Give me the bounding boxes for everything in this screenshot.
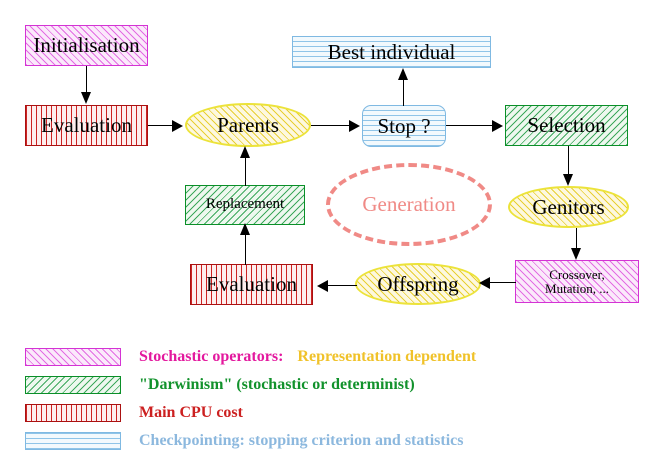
- node-evaluation-top-label: Evaluation: [41, 113, 132, 138]
- node-offspring-label: Offspring: [377, 271, 459, 296]
- legend-label-stochastic-operators: Stochastic operators:: [139, 348, 284, 365]
- legend-row-stochastic-operators: Stochastic operators: Representation depe…: [0, 344, 662, 370]
- legend-swatch-magenta-diagonal-hatch: [25, 348, 121, 366]
- node-crossover-mutation[interactable]: Crossover, Mutation, ...: [515, 260, 639, 303]
- legend-swatch-blue-horizontal-hatch: [25, 432, 121, 450]
- arrowhead-stop-best-individual: [397, 68, 408, 80]
- node-parents[interactable]: Parents: [185, 103, 311, 147]
- legend-swatch-red-vertical-hatch: [25, 404, 121, 422]
- legend-row-main-cpu-cost: Main CPU cost: [0, 400, 662, 426]
- node-parents-label: Parents: [217, 112, 279, 137]
- node-evaluation-top[interactable]: Evaluation: [25, 105, 148, 146]
- arrowhead-initialisation-evaluation: [80, 92, 91, 104]
- legend-text-darwinism: "Darwinism" (stochastic or determinist): [139, 376, 415, 394]
- generation-label: Generation: [362, 192, 456, 216]
- node-initialisation-label: Initialisation: [33, 33, 140, 58]
- legend-text-main-cpu-cost: Main CPU cost: [139, 404, 243, 422]
- node-evaluation-bottom-label: Evaluation: [206, 272, 297, 297]
- legend-swatch-green-diagonal-hatch: [25, 376, 121, 394]
- node-best-individual[interactable]: Best individual: [292, 36, 491, 68]
- edge-crossover-offspring: [489, 282, 516, 284]
- edge-stop-selection: [446, 125, 494, 127]
- node-best-individual-label: Best individual: [327, 39, 456, 64]
- arrowhead-replacement-parents: [239, 146, 250, 158]
- legend-label-checkpointing: Checkpointing: stopping criterion and st…: [139, 432, 464, 449]
- edge-offspring-evaluation: [327, 285, 357, 287]
- arrowhead-parents-stop: [349, 119, 360, 132]
- node-selection[interactable]: Selection: [505, 105, 628, 146]
- node-stop-label: Stop ?: [377, 113, 431, 138]
- arrowhead-stop-selection: [492, 119, 503, 132]
- legend-label-darwinism: "Darwinism" (stochastic or determinist): [139, 376, 415, 393]
- generation-loop-annotation: Generation: [326, 163, 492, 246]
- edge-genitors-crossover: [576, 228, 578, 250]
- node-replacement-label: Replacement: [205, 196, 285, 213]
- legend-label-representation-dependent: Representation dependent: [297, 348, 477, 365]
- legend-text-stochastic-operators: Stochastic operators: Representation depe…: [139, 348, 476, 366]
- edge-evaluation-replacement: [245, 232, 247, 265]
- node-genitors[interactable]: Genitors: [508, 186, 629, 228]
- node-initialisation[interactable]: Initialisation: [25, 25, 148, 66]
- legend-label-main-cpu-cost: Main CPU cost: [139, 404, 243, 421]
- node-crossover-label-line1: Crossover,: [549, 266, 605, 282]
- legend-text-checkpointing: Checkpointing: stopping criterion and st…: [139, 432, 463, 450]
- arrowhead-offspring-evaluation: [317, 279, 328, 292]
- node-replacement[interactable]: Replacement: [185, 185, 305, 225]
- edge-evaluation-parents: [148, 125, 174, 127]
- node-genitors-label: Genitors: [532, 194, 605, 219]
- legend-row-darwinism: "Darwinism" (stochastic or determinist): [0, 372, 662, 398]
- node-offspring[interactable]: Offspring: [355, 263, 481, 305]
- node-stop[interactable]: Stop ?: [362, 105, 446, 147]
- edge-parents-stop: [311, 125, 351, 127]
- arrowhead-genitors-crossover: [570, 248, 581, 260]
- arrowhead-evaluation-replacement: [239, 223, 250, 235]
- edge-replacement-parents: [245, 156, 247, 186]
- legend-row-checkpointing: Checkpointing: stopping criterion and st…: [0, 428, 662, 454]
- node-selection-label: Selection: [527, 113, 606, 138]
- node-evaluation-bottom[interactable]: Evaluation: [190, 264, 313, 305]
- arrowhead-selection-genitors: [562, 174, 573, 186]
- node-crossover-label-line2: Mutation, ...: [545, 280, 609, 296]
- arrowhead-crossover-offspring: [479, 276, 490, 289]
- edge-initialisation-evaluation: [86, 66, 88, 94]
- edge-selection-genitors: [568, 146, 570, 176]
- legend: Stochastic operators: Representation depe…: [0, 340, 662, 460]
- edge-stop-best-individual: [403, 78, 405, 106]
- arrowhead-evaluation-parents: [172, 119, 183, 132]
